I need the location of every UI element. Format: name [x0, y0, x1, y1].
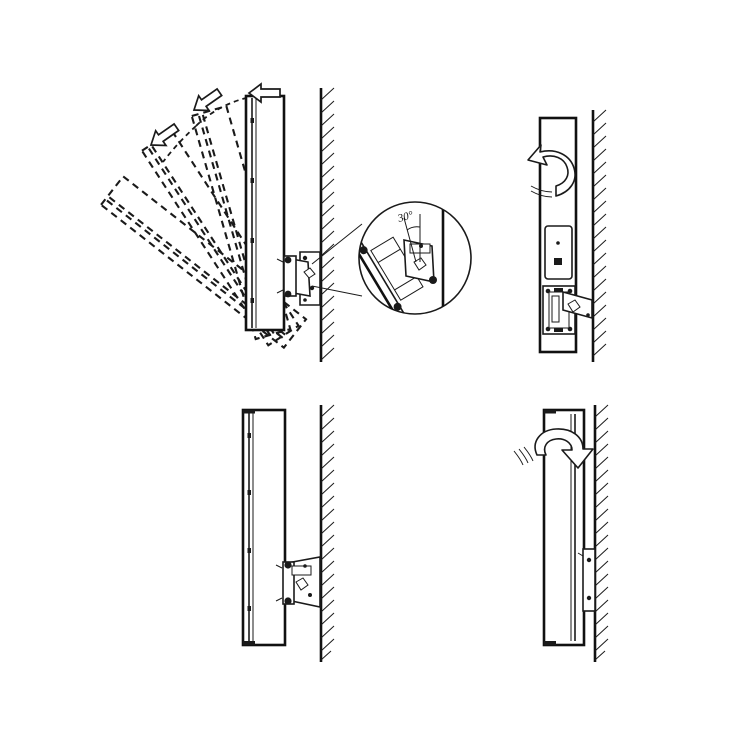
- wall-bottom-right: [593, 404, 609, 662]
- angle-label: 30°: [396, 209, 416, 225]
- direction-arrow-1: [247, 82, 281, 104]
- mounting-plate: [544, 225, 573, 280]
- panel-screw-dots: [250, 118, 254, 303]
- angle-indicator: [403, 214, 421, 263]
- panel-body-top-left: [244, 94, 286, 332]
- panel-screw-dots: [247, 433, 251, 611]
- direction-arrow-2: [192, 87, 223, 112]
- detail-callout-circle: 30°: [358, 201, 472, 315]
- plate-slot: [554, 258, 562, 265]
- ghost-panel-3: [99, 174, 308, 350]
- detail-contents: [359, 208, 445, 314]
- hinge-bracket-top-left: [276, 251, 321, 306]
- sweep-arc-2: [162, 125, 197, 163]
- wall-hatching: [320, 87, 335, 361]
- motion-lines: [530, 185, 553, 198]
- wall-hatching: [592, 109, 607, 357]
- direction-arrow-3: [149, 122, 180, 147]
- panel-bottom-left: [241, 404, 335, 662]
- rotation-arrow-cw: [513, 428, 594, 469]
- direction-arrows: [149, 82, 281, 147]
- wall-hatching: [320, 404, 335, 661]
- wall-top-right: [591, 109, 607, 362]
- motion-lines: [513, 446, 534, 466]
- panel-top-right: [527, 109, 607, 362]
- wall-hatching: [594, 404, 609, 661]
- wall-top-left: [319, 87, 335, 362]
- panel-bottom-right: [513, 404, 609, 662]
- plate-screw-top: [586, 557, 592, 563]
- bracket-top-right: [542, 285, 593, 335]
- wall-bottom-left: [319, 404, 335, 662]
- bracket-bottom-left: [275, 556, 321, 608]
- detail-callout-cone: [311, 223, 363, 297]
- plate-hole: [556, 241, 560, 245]
- detail-panel: [359, 228, 424, 314]
- panel-body-bottom-left: [241, 408, 287, 647]
- rotation-arrow-ccw: [527, 144, 576, 198]
- wall-plate-bottom-right: [577, 548, 596, 612]
- plate-screw-bottom: [586, 595, 592, 601]
